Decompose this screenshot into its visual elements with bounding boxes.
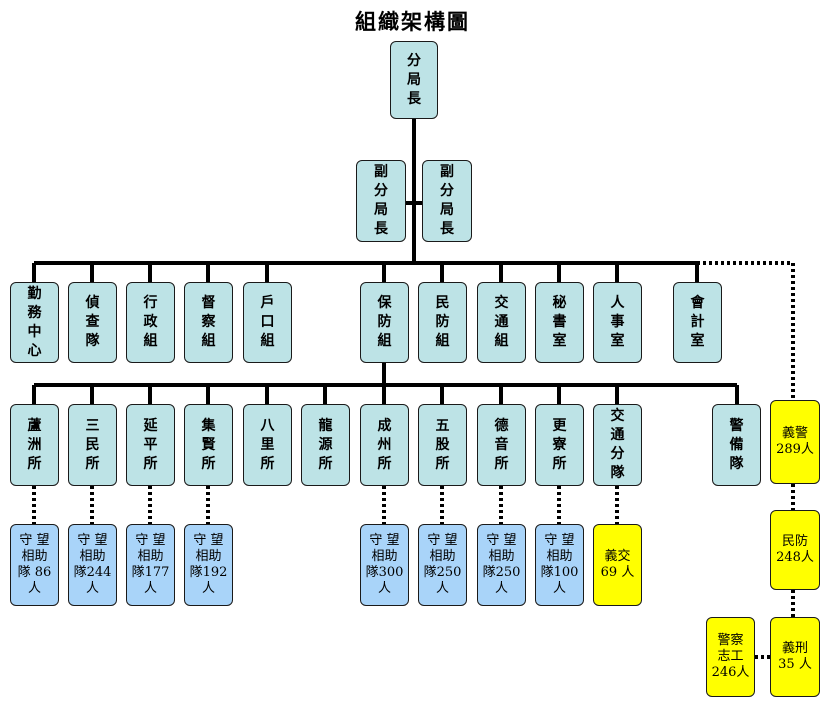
watch-team-box: 守 望 相助 隊100 人 bbox=[535, 524, 584, 606]
unit-box: 人 事 室 bbox=[593, 282, 642, 363]
station-label: 三 民 所 bbox=[85, 417, 100, 472]
team-dotted-links bbox=[32, 484, 795, 659]
watch-team-label: 守 望 相助 隊177 人 bbox=[131, 533, 170, 596]
station-box: 警 備 隊 bbox=[712, 404, 761, 486]
station-box: 八 里 所 bbox=[243, 404, 292, 486]
watch-team-box: 守 望 相助 隊250 人 bbox=[477, 524, 526, 606]
unit-drops bbox=[32, 263, 699, 282]
watch-team-box: 守 望 相助 隊300 人 bbox=[360, 524, 409, 606]
deputy-box: 副 分 局 長 bbox=[422, 160, 472, 242]
watch-team-box: 守 望 相助 隊250 人 bbox=[418, 524, 467, 606]
watch-team-label: 守 望 相助 隊192 人 bbox=[189, 533, 228, 596]
civil-defense-label: 民防 248人 bbox=[776, 534, 814, 565]
watch-team-box: 守 望 相助 隊244 人 bbox=[68, 524, 117, 606]
unit-box: 勤 務 中 心 bbox=[10, 282, 59, 363]
station-label: 德 音 所 bbox=[494, 417, 509, 472]
unit-box: 秘 書 室 bbox=[535, 282, 584, 363]
watch-team-box: 守 望 相助 隊 86 人 bbox=[10, 524, 59, 606]
unit-box: 戶 口 組 bbox=[243, 282, 292, 363]
police-volunteers-label: 警察 志工 246人 bbox=[711, 633, 750, 680]
unit-label: 民 防 組 bbox=[435, 295, 450, 349]
unit-label: 勤 務 中 心 bbox=[27, 285, 42, 359]
unit-label: 會 計 室 bbox=[690, 295, 705, 349]
unit-label: 交 通 組 bbox=[494, 295, 509, 349]
police-volunteers-box: 警察 志工 246人 bbox=[706, 617, 755, 697]
watch-team-label: 守 望 相助 隊 86 人 bbox=[17, 533, 52, 596]
unit-box: 會 計 室 bbox=[673, 282, 722, 363]
station-label: 交 通 分 隊 bbox=[610, 408, 625, 481]
volunteer-police-box: 義警 289人 bbox=[770, 400, 820, 484]
station-label: 八 里 所 bbox=[260, 417, 275, 472]
station-label: 蘆 洲 所 bbox=[27, 417, 42, 472]
watch-team-label: 守 望 相助 隊244 人 bbox=[73, 533, 112, 596]
unit-label: 偵 查 隊 bbox=[85, 295, 100, 349]
unit-box: 偵 查 隊 bbox=[68, 282, 117, 363]
unit-label: 秘 書 室 bbox=[552, 295, 567, 349]
unit-box: 督 察 組 bbox=[184, 282, 233, 363]
watch-team-box: 守 望 相助 隊192 人 bbox=[184, 524, 233, 606]
unit-box: 民 防 組 bbox=[418, 282, 467, 363]
station-label: 警 備 隊 bbox=[729, 417, 744, 472]
station-box: 集 賢 所 bbox=[184, 404, 233, 486]
station-box: 交 通 分 隊 bbox=[593, 404, 642, 486]
volunteer-police-label: 義警 289人 bbox=[776, 426, 814, 457]
station-box: 龍 源 所 bbox=[301, 404, 350, 486]
station-box: 三 民 所 bbox=[68, 404, 117, 486]
station-box: 德 音 所 bbox=[477, 404, 526, 486]
traffic-volunteers-label: 義交 69 人 bbox=[600, 549, 635, 580]
watch-team-label: 守 望 相助 隊100 人 bbox=[540, 533, 579, 596]
deputy-label: 副 分 局 長 bbox=[440, 164, 454, 237]
unit-box: 行 政 組 bbox=[126, 282, 175, 363]
chief-label: 分 局 長 bbox=[407, 52, 421, 107]
unit-label: 行 政 組 bbox=[143, 295, 158, 349]
traffic-volunteers-box: 義交 69 人 bbox=[593, 524, 642, 606]
station-box: 蘆 洲 所 bbox=[10, 404, 59, 486]
station-label: 五 股 所 bbox=[435, 417, 450, 472]
unit-label: 戶 口 組 bbox=[260, 295, 275, 349]
watch-team-label: 守 望 相助 隊250 人 bbox=[423, 533, 462, 596]
volunteer-criminal-label: 義刑 35 人 bbox=[778, 641, 812, 672]
station-box: 成 州 所 bbox=[360, 404, 409, 486]
station-box: 更 寮 所 bbox=[535, 404, 584, 486]
station-label: 延 平 所 bbox=[143, 417, 158, 472]
volunteer-criminal-box: 義刑 35 人 bbox=[770, 617, 820, 697]
civil-defense-box: 民防 248人 bbox=[770, 510, 820, 590]
station-label: 更 寮 所 bbox=[552, 417, 567, 472]
unit-label: 督 察 組 bbox=[201, 295, 216, 349]
station-box: 延 平 所 bbox=[126, 404, 175, 486]
station-label: 集 賢 所 bbox=[201, 417, 216, 472]
deputy-box: 副 分 局 長 bbox=[356, 160, 406, 242]
watch-team-box: 守 望 相助 隊177 人 bbox=[126, 524, 175, 606]
watch-team-label: 守 望 相助 隊250 人 bbox=[482, 533, 521, 596]
station-box: 五 股 所 bbox=[418, 404, 467, 486]
chief-box: 分 局 長 bbox=[390, 41, 438, 119]
unit-label: 保 防 組 bbox=[377, 295, 392, 349]
volunteer-dotted-link bbox=[697, 261, 795, 400]
unit-box: 保 防 組 bbox=[360, 282, 409, 363]
watch-team-label: 守 望 相助 隊300 人 bbox=[365, 533, 404, 596]
station-label: 龍 源 所 bbox=[318, 417, 333, 472]
unit-label: 人 事 室 bbox=[610, 295, 625, 349]
station-drops bbox=[32, 385, 739, 404]
chart-title: 組織架構圖 bbox=[355, 9, 470, 34]
station-label: 成 州 所 bbox=[377, 417, 392, 472]
deputy-label: 副 分 局 長 bbox=[374, 164, 388, 237]
unit-box: 交 通 組 bbox=[477, 282, 526, 363]
